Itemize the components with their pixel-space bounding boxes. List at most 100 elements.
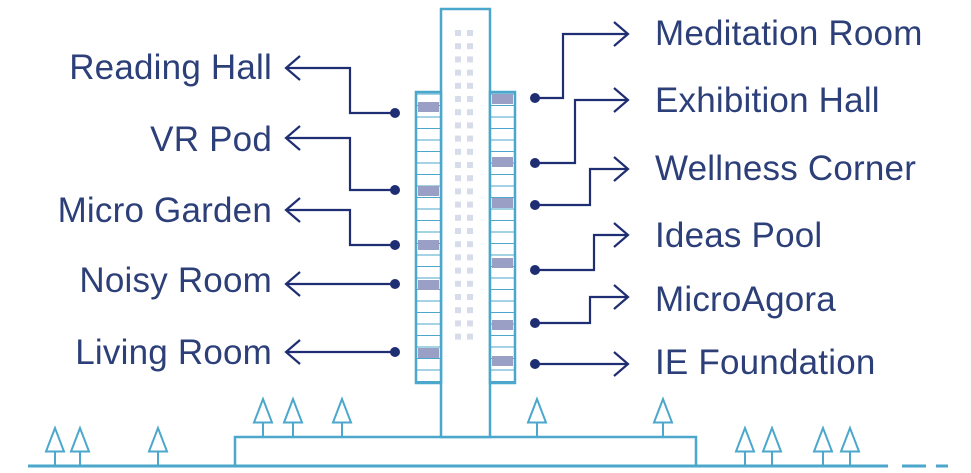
tower-dot xyxy=(455,294,461,300)
tower-dot xyxy=(467,122,473,129)
floor-window xyxy=(418,102,439,112)
right-tower xyxy=(488,90,517,385)
arrow-icon xyxy=(613,284,630,310)
left-tower xyxy=(414,90,443,385)
tower-dot xyxy=(467,30,473,36)
connector-line xyxy=(286,208,395,247)
connector-line xyxy=(535,98,628,165)
tower-dot xyxy=(467,241,473,248)
tower-dot xyxy=(455,30,461,36)
label-vr-pod: VR Pod xyxy=(150,120,272,159)
floor-window xyxy=(492,320,513,330)
tower-dot xyxy=(455,43,461,50)
tower-dot xyxy=(455,320,461,327)
tower-dot xyxy=(467,162,473,168)
tower-dot xyxy=(455,241,461,248)
tower-dot xyxy=(455,254,461,261)
floor-window xyxy=(418,280,439,290)
connector-line xyxy=(535,32,628,100)
tree-icon xyxy=(761,425,783,453)
connectors xyxy=(284,21,630,377)
tower-dot xyxy=(467,333,473,340)
tower-dot xyxy=(455,188,461,195)
tower-dot xyxy=(467,280,473,287)
tower-dot xyxy=(467,307,473,314)
tower-dot xyxy=(455,175,461,182)
floor-window xyxy=(418,186,439,196)
tower-dot xyxy=(467,135,473,142)
tower-dot xyxy=(467,201,473,208)
arrow-icon xyxy=(284,339,301,365)
label-living-room: Living Room xyxy=(75,333,272,372)
arrow-icon xyxy=(613,21,630,47)
label-micro-garden: Micro Garden xyxy=(57,191,272,230)
tree-icon xyxy=(147,425,169,453)
connector-line xyxy=(535,167,628,207)
central-tower xyxy=(439,7,492,439)
tower-dot xyxy=(455,162,461,168)
tree-icon xyxy=(69,425,91,453)
tower-dot xyxy=(467,228,473,234)
label-meditation-room: Meditation Room xyxy=(655,14,923,53)
tower-dot xyxy=(455,96,461,102)
tower-dot xyxy=(467,254,473,261)
tree-icon xyxy=(812,425,834,453)
tower-dot xyxy=(455,109,461,116)
floor-window xyxy=(492,356,513,366)
tower-dot xyxy=(467,175,473,182)
tower-dot xyxy=(455,82,461,89)
tower-dot xyxy=(467,43,473,50)
tower-dot xyxy=(455,214,461,221)
arrow-icon xyxy=(284,125,301,151)
tower-dot xyxy=(455,122,461,129)
tower-dot xyxy=(455,228,461,234)
tower-dot xyxy=(467,69,473,76)
floor-window xyxy=(418,348,439,358)
arrow-icon xyxy=(284,271,301,297)
arrow-icon xyxy=(284,197,301,223)
floor-window xyxy=(492,198,513,208)
tree-icon xyxy=(252,396,274,424)
tower-dot xyxy=(455,280,461,287)
tower-dot xyxy=(455,201,461,208)
tower-dot xyxy=(467,214,473,221)
tree-icon xyxy=(526,396,548,424)
label-ie-foundation: IE Foundation xyxy=(655,343,876,382)
arrow-icon xyxy=(284,55,301,81)
floor-window xyxy=(492,94,513,104)
trees xyxy=(44,396,861,466)
floor-window xyxy=(418,240,439,250)
label-microagora: MicroAgora xyxy=(655,280,836,319)
tower-windows xyxy=(455,30,473,340)
floor-window xyxy=(492,157,513,167)
label-ideas-pool: Ideas Pool xyxy=(655,216,823,255)
tower-dot xyxy=(455,307,461,314)
label-noisy-room: Noisy Room xyxy=(79,261,272,300)
tower-dot xyxy=(467,294,473,300)
tower-dot xyxy=(467,109,473,116)
arrow-icon xyxy=(613,351,630,377)
connector-line xyxy=(535,233,628,272)
tower-dot xyxy=(455,56,461,63)
connector-line xyxy=(286,66,395,115)
tree-icon xyxy=(839,425,861,453)
floor-window xyxy=(492,258,513,268)
podium-base xyxy=(233,435,698,468)
label-exhibition-hall: Exhibition Hall xyxy=(655,81,880,120)
label-reading-hall: Reading Hall xyxy=(69,48,272,87)
tree-icon xyxy=(44,425,66,453)
tower-dot xyxy=(455,148,461,155)
label-wellness-corner: Wellness Corner xyxy=(655,149,917,188)
tower-dot xyxy=(467,56,473,63)
tower-dot xyxy=(467,267,473,274)
tree-icon xyxy=(734,425,756,453)
arrow-icon xyxy=(613,87,630,113)
tower-dot xyxy=(455,135,461,142)
tower-dot xyxy=(455,333,461,340)
tower-floors xyxy=(416,93,515,382)
tree-icon xyxy=(652,396,674,424)
tree-icon xyxy=(331,396,353,424)
arrow-icon xyxy=(613,156,630,182)
tower-dot xyxy=(467,188,473,195)
